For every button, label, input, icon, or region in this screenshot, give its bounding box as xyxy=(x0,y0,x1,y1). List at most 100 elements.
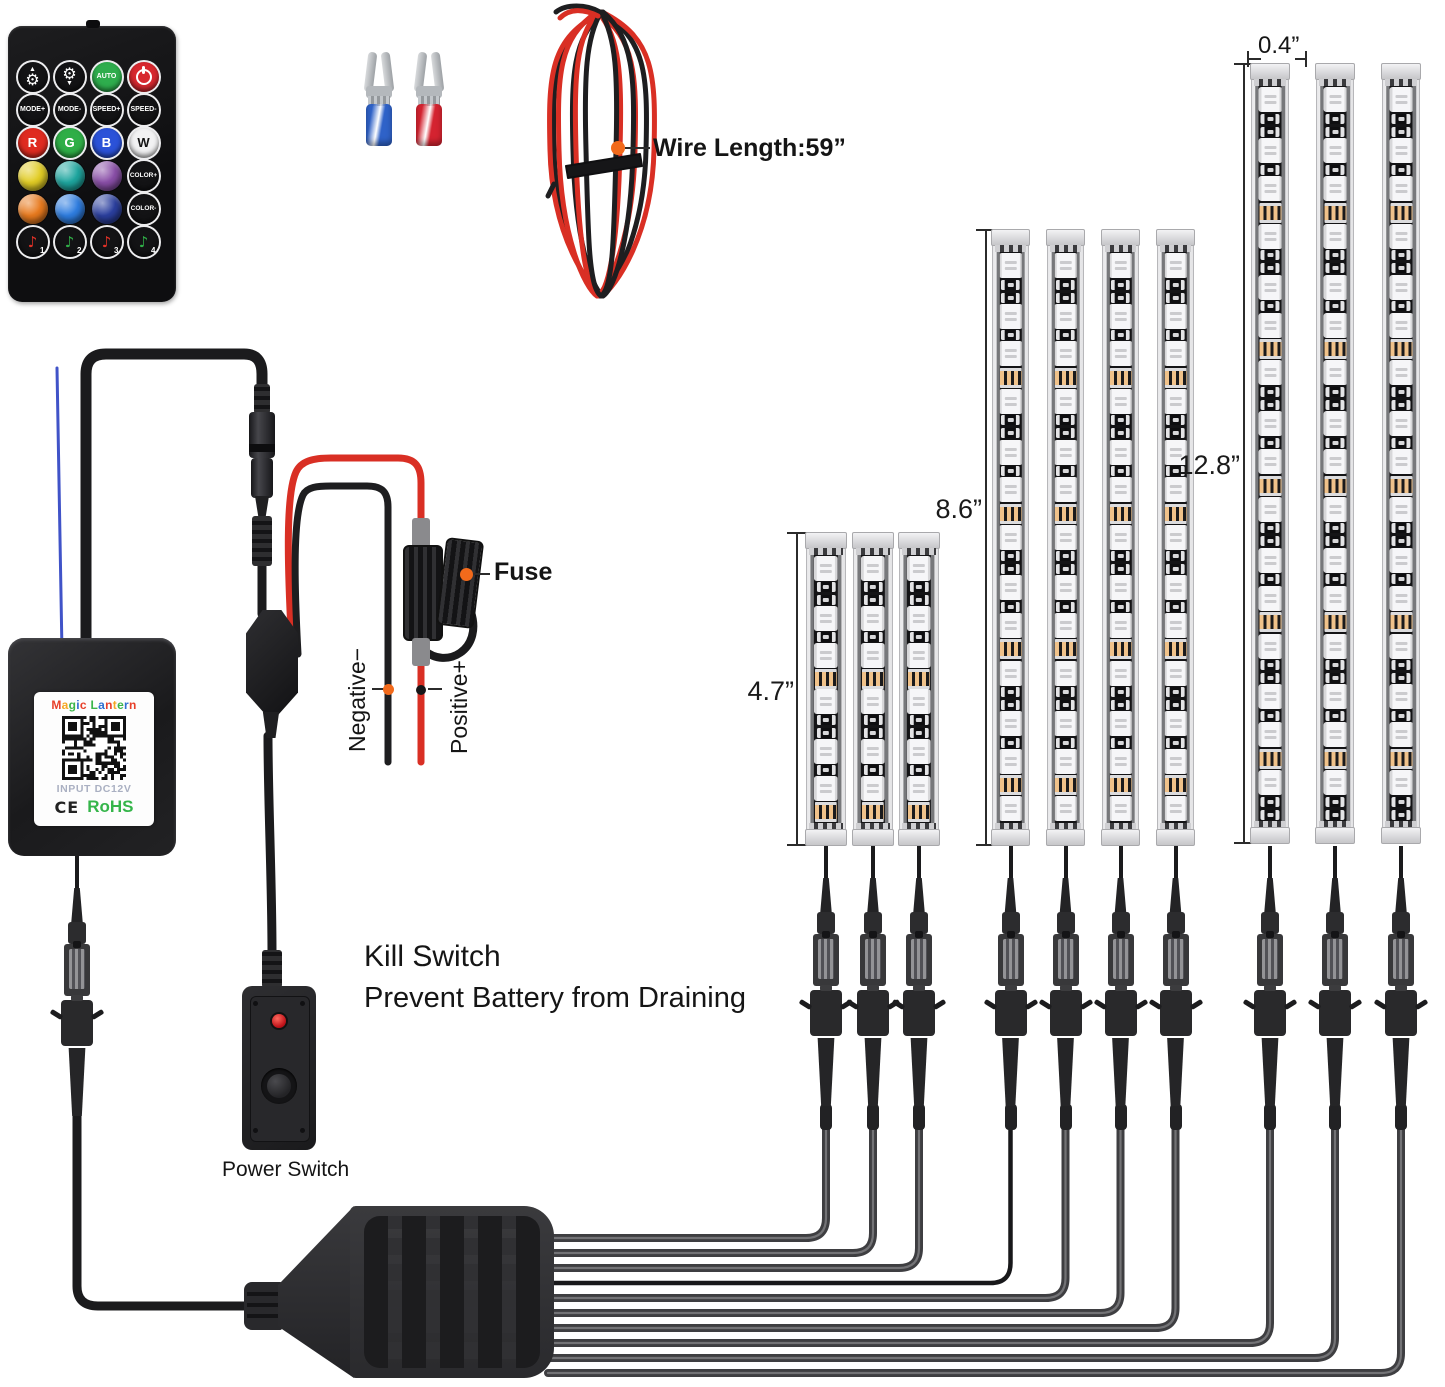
gear-icon: ⚙ xyxy=(25,69,40,89)
wire-path xyxy=(80,348,268,662)
ce-mark: CE xyxy=(54,797,80,817)
led-chip xyxy=(1258,176,1282,202)
smd-component xyxy=(1055,564,1075,575)
wire-path xyxy=(544,1098,1274,1347)
led-chip xyxy=(1109,253,1132,279)
smd-component xyxy=(1055,279,1075,290)
led-chip xyxy=(1054,748,1077,774)
power-switch-button xyxy=(261,1068,297,1104)
led-chip xyxy=(907,689,931,715)
led-chip xyxy=(1389,312,1413,338)
led-chip xyxy=(814,642,838,668)
resistor-group xyxy=(1390,202,1412,223)
spade-terminals xyxy=(352,48,462,148)
remote-button-color-dot-3-2 xyxy=(91,160,122,191)
wire-path xyxy=(546,1100,921,1270)
led-chip xyxy=(1164,439,1187,465)
male-plug-contacts xyxy=(1393,939,1409,979)
led-chip xyxy=(1164,524,1187,550)
male-plug-contacts xyxy=(69,949,85,989)
resistor-group xyxy=(1390,748,1412,769)
resistor-group xyxy=(1324,748,1346,769)
cable-end-cap xyxy=(820,1104,832,1130)
male-plug-notch xyxy=(822,931,830,938)
connector-neck xyxy=(1326,912,1344,934)
smd-component xyxy=(1260,809,1280,820)
strip-pcb xyxy=(1323,86,1347,821)
resistor-group xyxy=(1390,475,1412,496)
female-socket-tab xyxy=(1264,985,1276,991)
smd-component-pair xyxy=(1391,523,1411,547)
smd-component xyxy=(1110,415,1130,426)
smd-component xyxy=(816,631,836,642)
male-plug-contacts xyxy=(1167,939,1184,979)
brand-letter: n xyxy=(105,698,113,712)
led-chip xyxy=(907,739,931,765)
smd-component xyxy=(1110,292,1130,303)
smd-component-pair xyxy=(1325,796,1345,820)
resistor-group xyxy=(1109,367,1132,388)
wire-path xyxy=(55,366,64,654)
remote-button-label: COLOR- xyxy=(130,205,157,212)
controller-box: Magic Lantern INPUT DC12V CE RoHS xyxy=(8,638,176,856)
positive-callout-line xyxy=(428,688,442,690)
led-chip xyxy=(1054,439,1077,465)
cable-end-cap xyxy=(1059,1104,1072,1130)
smd-component xyxy=(1325,399,1345,410)
smd-component xyxy=(1325,113,1345,124)
smd-component-pair xyxy=(1391,659,1411,683)
remote-button-label: MODE+ xyxy=(19,106,46,113)
strip-bottom-cap xyxy=(898,829,940,846)
power-switch-body xyxy=(242,986,316,1150)
power-switch-screw-bl xyxy=(253,1128,258,1133)
smd-component-pair xyxy=(1165,415,1185,439)
cable-end-cap xyxy=(1264,1104,1276,1130)
connector-female-socket xyxy=(903,985,935,1036)
cable-end-cap xyxy=(1114,1104,1127,1130)
remote-button-label: AUTO xyxy=(96,73,117,80)
led-chip xyxy=(1258,360,1282,386)
smd-component xyxy=(1110,551,1130,562)
gear-icon: ⚙ xyxy=(62,63,77,83)
resistor-group xyxy=(1259,475,1281,496)
connector-neck xyxy=(910,912,928,934)
smd-component xyxy=(1391,710,1411,721)
wire-path xyxy=(546,1100,1177,1330)
resistor-group xyxy=(862,668,884,689)
music-button-number: 3 xyxy=(114,245,119,255)
rohs-mark: RoHS xyxy=(87,797,134,816)
male-plug-contacts xyxy=(1112,939,1129,979)
smd-component xyxy=(1325,809,1345,820)
negative-callout-dot xyxy=(383,684,394,695)
strip-bottom-cap xyxy=(1046,829,1085,846)
led-chip xyxy=(1389,176,1413,202)
resistor-group xyxy=(1259,612,1281,633)
led-chip xyxy=(1109,524,1132,550)
connector-male-plug xyxy=(1052,931,1079,986)
smd-component-pair xyxy=(1110,686,1130,710)
remote-button-color-dot-4-2 xyxy=(91,193,122,224)
led-chip xyxy=(1164,748,1187,774)
led-chip xyxy=(1054,389,1077,415)
remote-button-SPEED+: SPEED+ xyxy=(91,94,122,125)
led-chip xyxy=(1164,575,1187,601)
connector-neck xyxy=(817,912,835,934)
resistor-group xyxy=(1324,202,1346,223)
dc-jack-male xyxy=(251,458,273,498)
resistor-group xyxy=(1164,503,1187,524)
connector-female-socket xyxy=(857,985,889,1036)
smd-component-pair xyxy=(1260,386,1280,410)
smd-component xyxy=(1110,737,1130,748)
connector-taper xyxy=(1329,878,1341,914)
connector-boot xyxy=(910,1038,928,1106)
led-chip xyxy=(999,524,1022,550)
led-chip xyxy=(1389,274,1413,300)
smd-component xyxy=(1055,292,1075,303)
led-chip xyxy=(1389,684,1413,710)
smd-component xyxy=(1260,250,1280,261)
strip-bottom-cap xyxy=(852,829,894,846)
remote-button-music: ♪3 xyxy=(91,226,122,257)
smd-component xyxy=(1165,292,1185,303)
resistor-group xyxy=(1109,503,1132,524)
male-plug-notch xyxy=(1266,931,1274,938)
